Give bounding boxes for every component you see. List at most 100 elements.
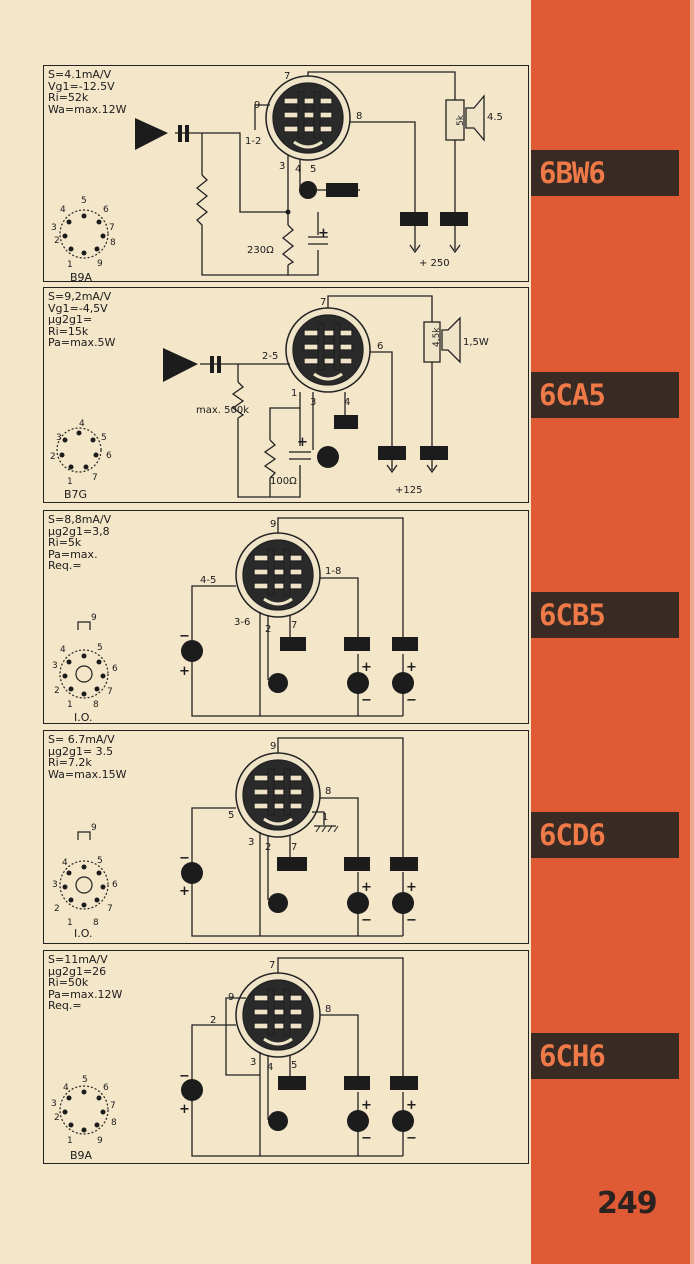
svg-text:2: 2 (54, 236, 60, 246)
base-6cb5: I.O. (74, 711, 92, 724)
heater-label: 6.3 (270, 900, 284, 910)
cathode-r-label: 230Ω (247, 245, 274, 256)
svg-text:+: + (361, 660, 372, 675)
svg-text:3: 3 (51, 1099, 57, 1109)
svg-text:+: + (179, 1102, 190, 1117)
specs-6bw6: S=4.1mA/V Vg1=-12.5V Ri=52k Wa=max.12W (48, 69, 126, 115)
pin-h2: 5 (310, 164, 316, 175)
spec-line: Pa=max.12W (48, 987, 123, 1001)
supply-label: + 250 (419, 258, 450, 269)
spec-line: Wa=max.12W (48, 102, 127, 116)
svg-text:+: + (406, 1098, 417, 1113)
pin-h2: 5 (291, 1060, 297, 1071)
panel-6ch6 (43, 950, 529, 1164)
tab-6cd6[interactable]: 6CD6 (531, 812, 679, 858)
pin-g1: 2 (210, 1015, 216, 1026)
specs-6cd6: S= 6.7mA/V μg2g1= 3.5 Ri=7.2k Wa=max.15W (48, 734, 126, 780)
cathode-r-label: 100Ω (270, 476, 297, 487)
spec-line: μg2g1= 3.5 (48, 744, 114, 758)
bias-label: 4.5 (184, 1087, 198, 1097)
svg-text:5: 5 (81, 196, 87, 206)
spec-line: S=8,8mA/V (48, 513, 112, 526)
svg-text:8: 8 (93, 918, 99, 928)
screen-box-label: 3 (354, 860, 360, 871)
schematic-6cd6 (191, 737, 404, 937)
tab-6cb5[interactable]: 6CB5 (531, 592, 679, 638)
pin-h1: 2 (265, 624, 271, 635)
spec-line: μg2g1=26 (48, 964, 107, 978)
pin-h1: 2 (265, 842, 271, 853)
labels-6ca5: 3 6,3 1,2 11 36 max. 500k 100Ω +125 7 2-… (169, 297, 489, 496)
base-diagrams (56, 209, 109, 1135)
svg-text:2: 2 (50, 452, 56, 462)
pin-h2: 4 (344, 397, 350, 408)
svg-text:7: 7 (109, 223, 115, 233)
supply-label: +125 (395, 485, 422, 496)
schematic-6ch6-fills (181, 1076, 418, 1132)
polarity-marks: + + −+ +− +− −+ +− +− −+ +− +− (179, 226, 417, 1146)
pin-g1: 4-5 (200, 575, 216, 586)
spec-line: Ri=7.2k (48, 756, 92, 769)
base-6bw6: B9A (70, 271, 93, 284)
spec-line: S=4.1mA/V (48, 68, 112, 81)
pin-g2: 8 (325, 786, 331, 797)
base-6ca5: B7G (64, 488, 87, 501)
svg-text:+: + (406, 660, 417, 675)
pin-g2: 1-8 (325, 566, 341, 577)
screen-box-label: 6 (354, 1079, 360, 1090)
bias-label: 30 (185, 869, 198, 880)
bias-label: 30 (185, 647, 198, 658)
tab-6ca5[interactable]: 6CA5 (531, 372, 679, 418)
heater-label: 6,3 (270, 680, 284, 690)
svg-text:+: + (179, 664, 190, 679)
pin-a: 7 (284, 71, 290, 82)
specs-6ca5: S=9,2mA/V Vg1=-4,5V μg2g1= Ri=15k Pa=max… (48, 291, 115, 349)
screen-box-label: 6 (353, 640, 359, 651)
svg-text:+: + (361, 880, 372, 895)
heater-current-label: 0.75 (281, 1080, 301, 1090)
spec-line: Pa=max. (48, 547, 98, 561)
pin-k: 3 (248, 837, 254, 848)
base-6cd6: I.O. (74, 927, 92, 940)
svg-text:−: − (406, 913, 417, 928)
spec-line: Req.= (48, 999, 82, 1012)
tab-6bw6[interactable]: 6BW6 (531, 150, 679, 196)
spec-line: μg2g1= (48, 313, 93, 326)
anode-v-label: 250 (393, 1118, 410, 1128)
schematic-6bw6-fills (135, 118, 468, 226)
pin-g1: 1-2 (245, 136, 261, 147)
input-label: 8 (139, 130, 146, 141)
tab-6ch6[interactable]: 6CH6 (531, 1033, 679, 1079)
svg-text:6: 6 (103, 205, 109, 215)
base-pin-numbers: 1 2 3 4 5 6 7 8 9 1 2 3 4 5 6 7 1 2 3 4 … (50, 196, 118, 1146)
anode-v-label: 200 (393, 900, 410, 910)
spec-line: Ri=5k (48, 536, 82, 549)
speaker-r-label: 5k (456, 114, 466, 126)
spec-line: S=11mA/V (48, 953, 108, 966)
svg-text:7: 7 (110, 1101, 116, 1111)
svg-text:8: 8 (111, 1118, 117, 1128)
svg-text:6: 6 (112, 664, 118, 674)
speaker-w-label: 1,5W (463, 337, 489, 348)
svg-text:4: 4 (63, 1083, 69, 1093)
base-labels: B9A B7G I.O. I.O. B9A (64, 271, 93, 1162)
svg-text:4: 4 (60, 645, 66, 655)
svg-text:4: 4 (79, 419, 85, 429)
svg-text:−: − (406, 1131, 417, 1146)
svg-text:7: 7 (92, 473, 98, 483)
speaker-w-label: 4.5 (487, 112, 503, 123)
spec-line: S= 6.7mA/V (48, 733, 115, 746)
panel-6cd6 (43, 730, 529, 944)
anode-v-label: 175 (393, 680, 410, 690)
svg-text:1: 1 (67, 700, 73, 710)
svg-text:3: 3 (52, 661, 58, 671)
svg-text:2: 2 (54, 1113, 60, 1123)
anode-box-label: 64 (396, 860, 409, 871)
svg-text:−: − (179, 851, 190, 866)
heater-current-label: 1,2 (338, 418, 354, 429)
svg-text:+: + (297, 435, 308, 450)
pin-a: 9 (270, 519, 276, 530)
svg-text:4: 4 (60, 205, 66, 215)
pin-g3: 1 (322, 812, 328, 823)
